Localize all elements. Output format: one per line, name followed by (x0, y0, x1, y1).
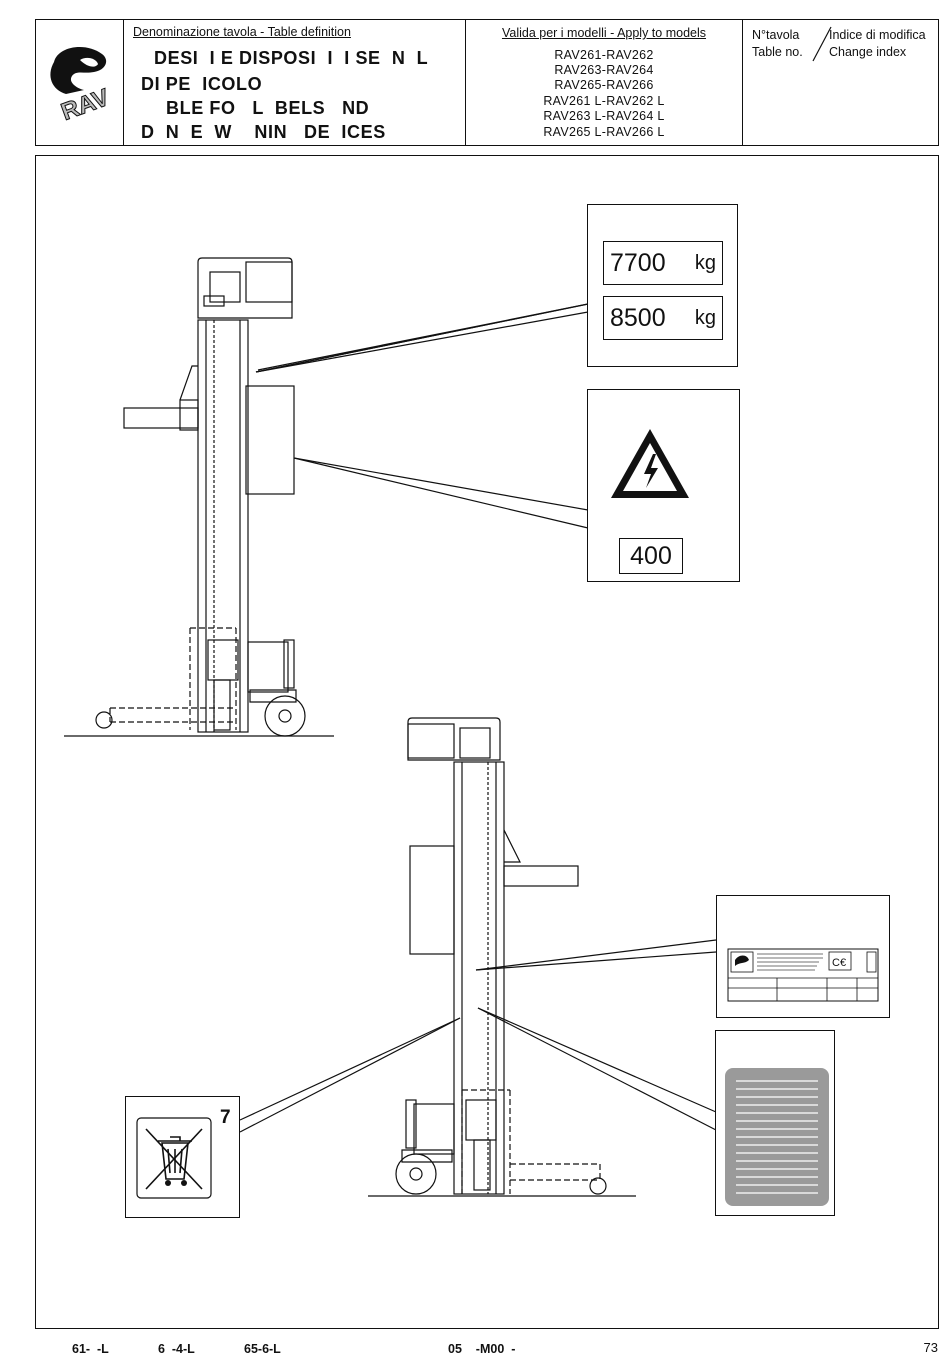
model-line: RAV263 L-RAV264 L (543, 109, 665, 123)
column-lift-left (64, 257, 334, 737)
capacity-value: 7700 (610, 248, 666, 277)
table-no-label-en: Table no. (752, 45, 803, 59)
svg-text:C€: C€ (832, 957, 846, 969)
capacity-box-2: 8500 kg (603, 296, 723, 340)
title-line-3: BLE FO L BELS ND (166, 98, 370, 118)
voltage-value: 400 (630, 541, 672, 570)
crossed-out-wheeled-bin-icon (136, 1117, 212, 1199)
model-line: RAV265 L-RAV266 L (543, 125, 665, 139)
footer-code: 61- -L (72, 1342, 109, 1356)
column-lift-right (368, 717, 636, 1197)
nameplate-icon: C€ (727, 948, 879, 1002)
weee-label-panel: 7 (125, 1096, 240, 1218)
voltage-box: 400 (619, 538, 683, 574)
models-label: Valida per i modelli - Apply to models (501, 26, 707, 40)
logo-cell: RAV (36, 20, 124, 145)
capacity-unit: kg (694, 251, 716, 274)
title-block: RAV Denominazione tavola - Table definit… (35, 19, 939, 146)
capacity-box-1: 7700 kg (603, 241, 723, 285)
instruction-plate-panel (715, 1030, 835, 1216)
models-cell: Valida per i modelli - Apply to models R… (466, 20, 743, 145)
footer-code: 6 -4-L (158, 1342, 195, 1356)
table-no-label-it: N°tavola (752, 28, 800, 42)
instruction-plate-icon (725, 1068, 829, 1206)
page-number: 73 (923, 1340, 938, 1355)
capacity-label-panel: 7700 kg 8500 kg (587, 204, 738, 367)
nameplate-panel: C€ (716, 895, 890, 1018)
rav-logo-icon: RAV (50, 47, 113, 127)
model-line: RAV261 L-RAV262 L (543, 94, 665, 108)
title-line-2: DI PE ICOLO (141, 74, 263, 94)
document-code: 05 -M00 - (448, 1342, 516, 1356)
title-line-4: D N E W NIN DE ICES (141, 122, 386, 142)
table-number-cell: N°tavola Table no. Indice di modifica Ch… (743, 20, 940, 145)
model-line: RAV263-RAV264 (554, 63, 654, 77)
electric-hazard-triangle-icon (611, 429, 689, 498)
title-line-1: DESI I E DISPOSI I I SE N L (154, 48, 429, 68)
model-line: RAV265-RAV266 (554, 78, 654, 92)
electric-warning-panel: 400 (587, 389, 740, 582)
capacity-value: 8500 (610, 303, 666, 332)
divider-slash (812, 26, 832, 62)
drawing-frame (35, 155, 939, 1329)
footer-code: 65-6-L (244, 1342, 281, 1356)
definition-label: Denominazione tavola - Table definition (133, 25, 351, 39)
model-line: RAV261-RAV262 (554, 48, 654, 62)
change-index-label-it: Indice di modifica (829, 28, 926, 42)
table-definition-cell: Denominazione tavola - Table definition … (124, 20, 466, 145)
weee-number: 7 (220, 1107, 231, 1128)
capacity-unit: kg (694, 306, 716, 329)
change-index-label-en: Change index (829, 45, 907, 59)
